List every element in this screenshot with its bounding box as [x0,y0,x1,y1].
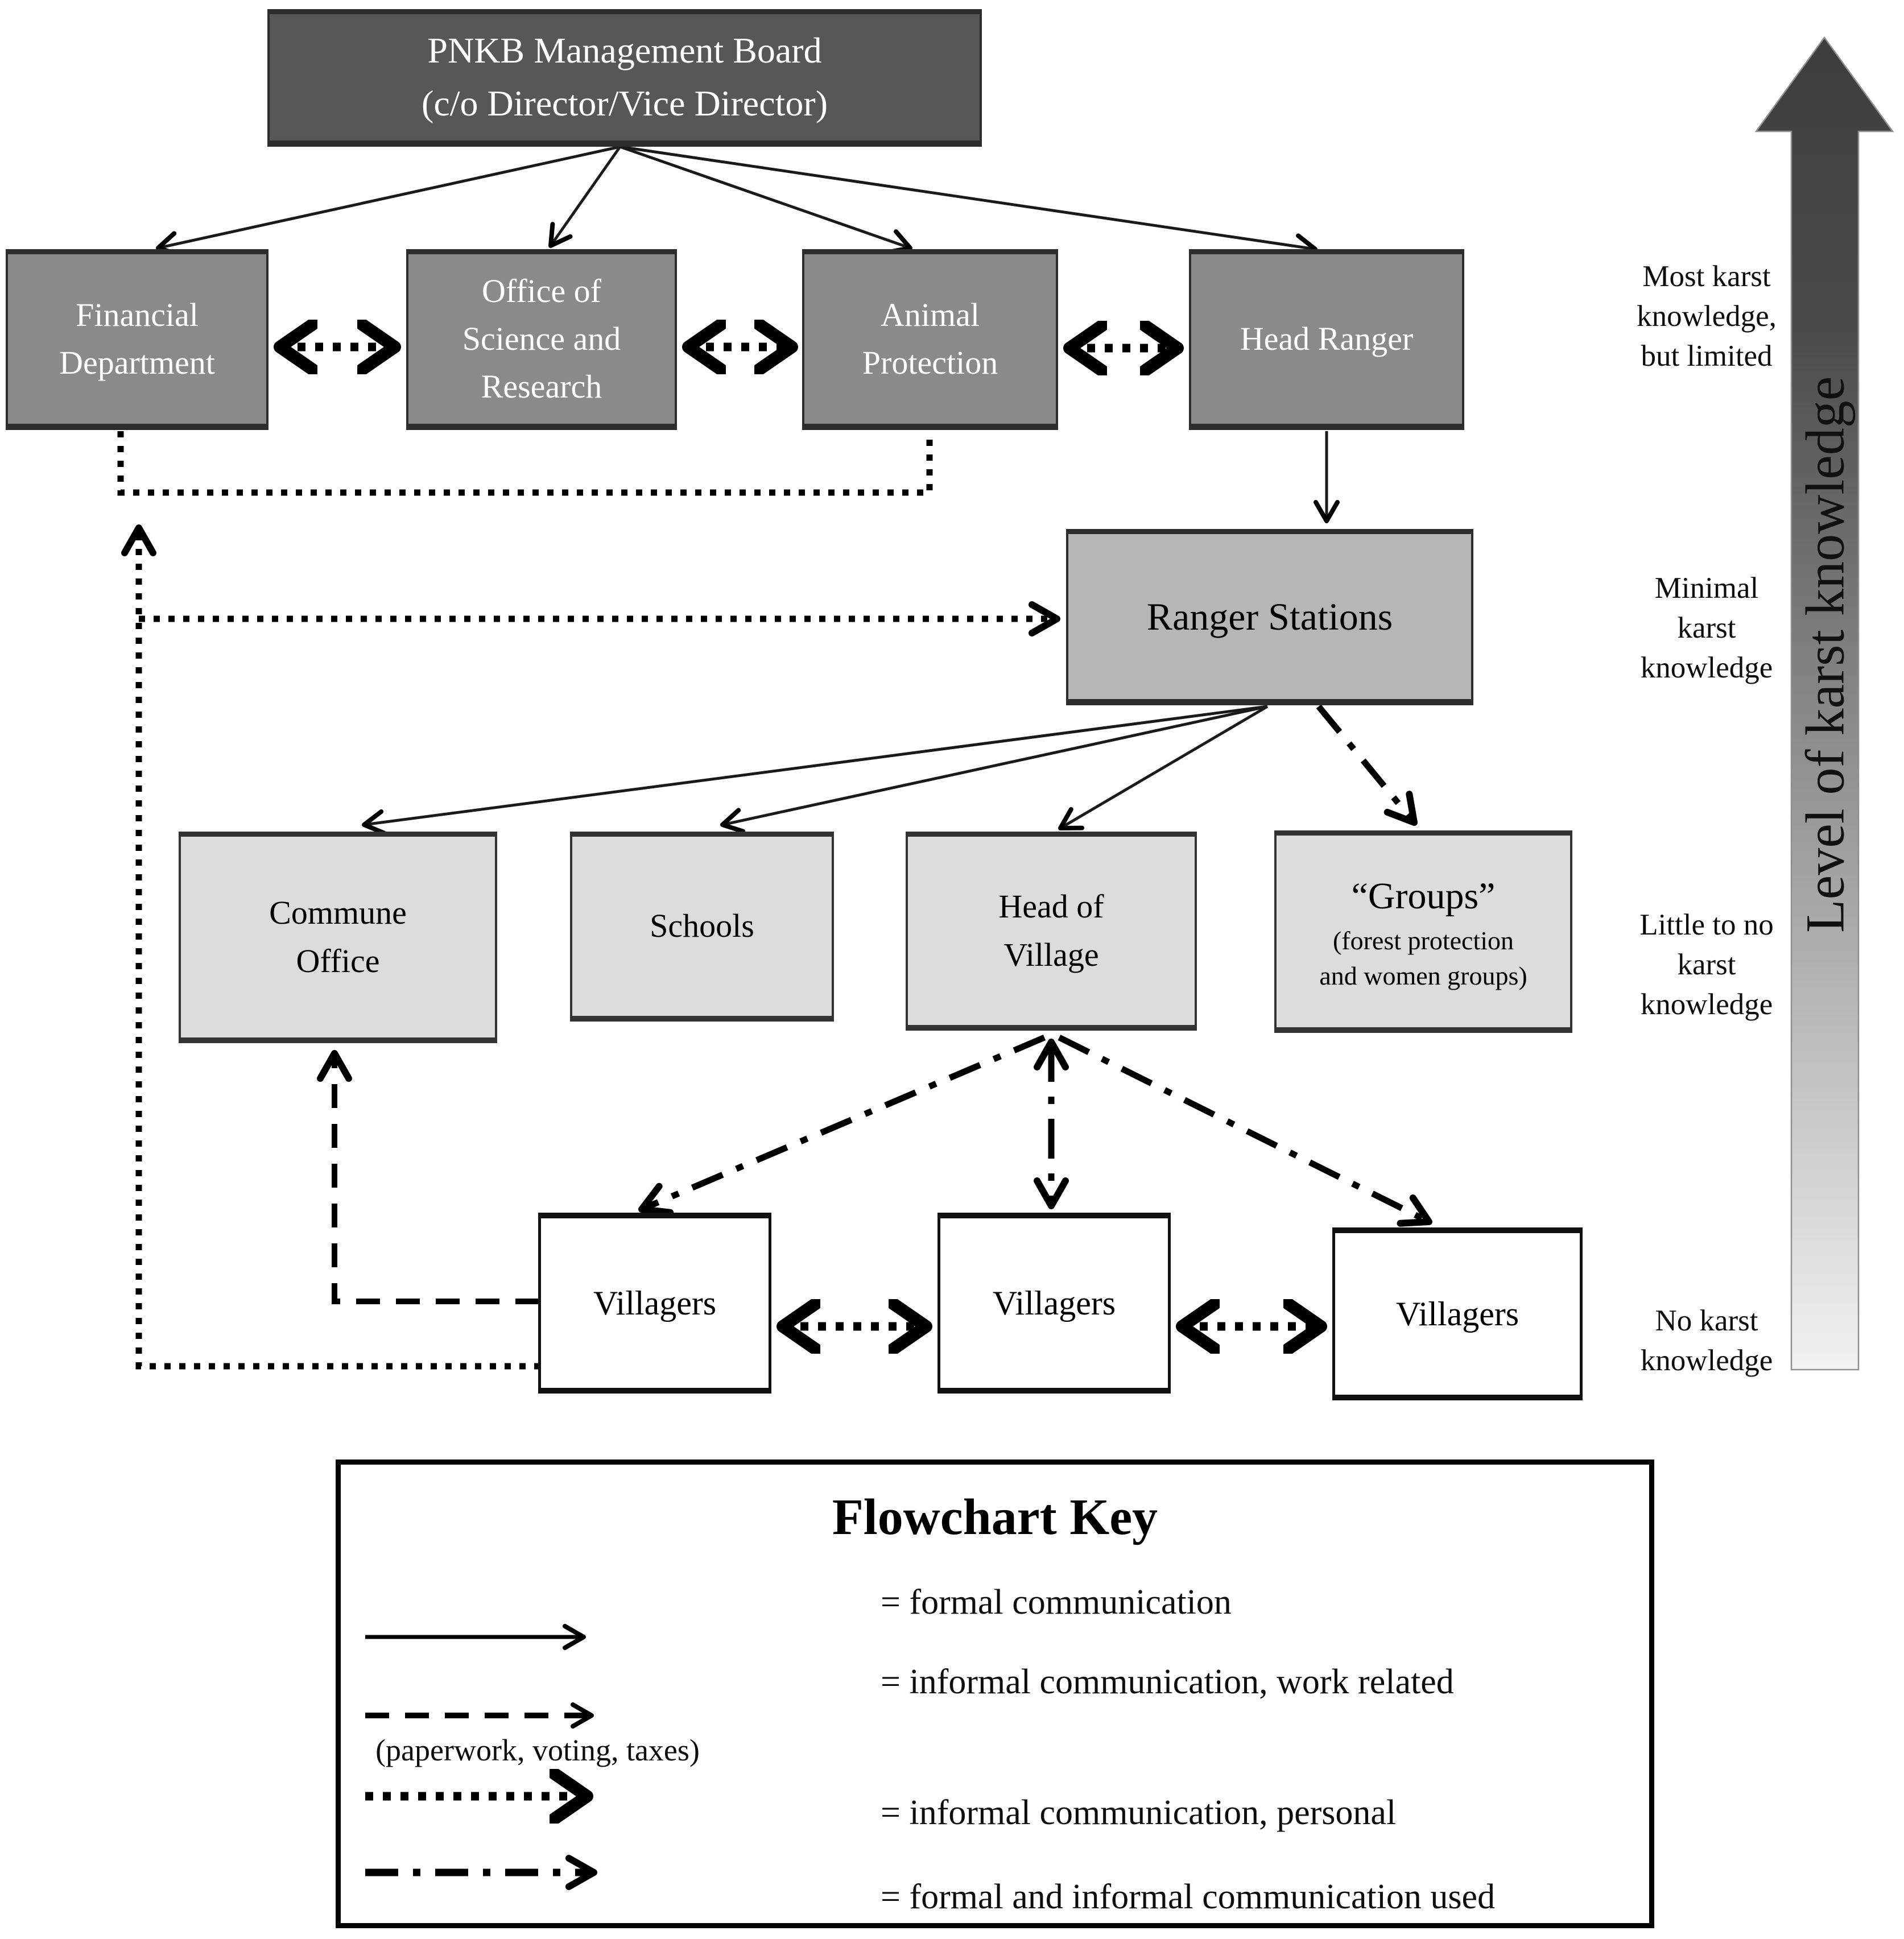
key-label-informal-work: = informal communication, work related [881,1663,1454,1701]
node-label: Villagers [1395,1295,1519,1333]
edge-rangerstations-headvillage [1058,705,1269,830]
node-schools: Schools [570,832,834,1022]
node-financial-department: Financial Department [6,249,269,430]
key-label-formal: = formal communication [881,1583,1232,1622]
node-head-of-village: Head of Village [906,832,1197,1031]
node-villagers-3: Villagers [1332,1227,1583,1400]
node-label: Schools [650,907,754,945]
node-ranger-stations: Ranger Stations [1066,529,1473,705]
node-head-ranger: Head Ranger [1189,249,1464,430]
scale-label-minimal: Minimal karst knowledge [1640,572,1773,684]
node-label: Head Ranger [1240,320,1414,357]
node-office-science-research: Office of Science and Research [406,249,677,430]
node-label: Office of Science and Research [462,272,621,406]
node-label: PNKB Management Board (c/o Director/Vice… [422,30,828,123]
edge-pnkb-animal [619,145,912,255]
edge-pnkb-science [548,146,622,248]
node-label: Animal Protection [862,296,998,381]
key-label-formal-informal: = formal and informal communication used [881,1878,1496,1916]
node-label: Villagers [593,1284,717,1322]
flowchart-key-title: Flowchart Key [832,1489,1158,1545]
flowchart-key-box [336,1460,1654,1928]
node-animal-protection: Animal Protection [802,249,1058,430]
edge-pnkb-head-ranger [619,145,1317,259]
edge-headvillage-villagers1-dashdot [638,1034,1046,1216]
node-villagers-2: Villagers [937,1213,1171,1394]
node-label-title: “Groups” [1351,875,1496,917]
edge-rangerstations-schools [720,705,1268,834]
edge-financial-animal-dotted-u [117,431,933,496]
key-label-informal-personal: = informal communication, personal [881,1793,1397,1832]
scale-label-none: No karst knowledge [1640,1304,1773,1377]
scale-label-most: Most karst knowledge, but limited [1637,260,1777,373]
edge-headvillage-villagers3-dashdot [1058,1035,1432,1227]
edge-pnkb-financial [156,145,621,257]
edge-villagers-commune-dashed [317,1050,539,1304]
node-villagers-1: Villagers [538,1213,771,1394]
node-pnkb-management-board: PNKB Management Board (c/o Director/Vice… [267,9,982,147]
karst-knowledge-axis-arrow [1754,36,1894,1371]
node-label: Villagers [992,1284,1116,1322]
node-label: Commune Office [269,894,407,979]
node-groups: “Groups” (forest protection and women gr… [1274,830,1572,1033]
node-label-subtitle: (forest protection and women groups) [1319,926,1527,991]
scale-label-little: Little to no karst knowledge [1639,908,1774,1021]
edge-rangerstations-groups-dashdot [1316,704,1418,826]
node-label: Financial Department [59,296,215,381]
edge-villagers-financial-dotted [121,524,540,1370]
node-commune-office: Commune Office [179,832,497,1043]
node-label: Ranger Stations [1146,594,1393,638]
edge-rangerstations-commune [362,705,1268,836]
key-note-paperwork: (paperwork, voting, taxes) [375,1733,700,1767]
node-label: Head of Village [998,888,1104,973]
